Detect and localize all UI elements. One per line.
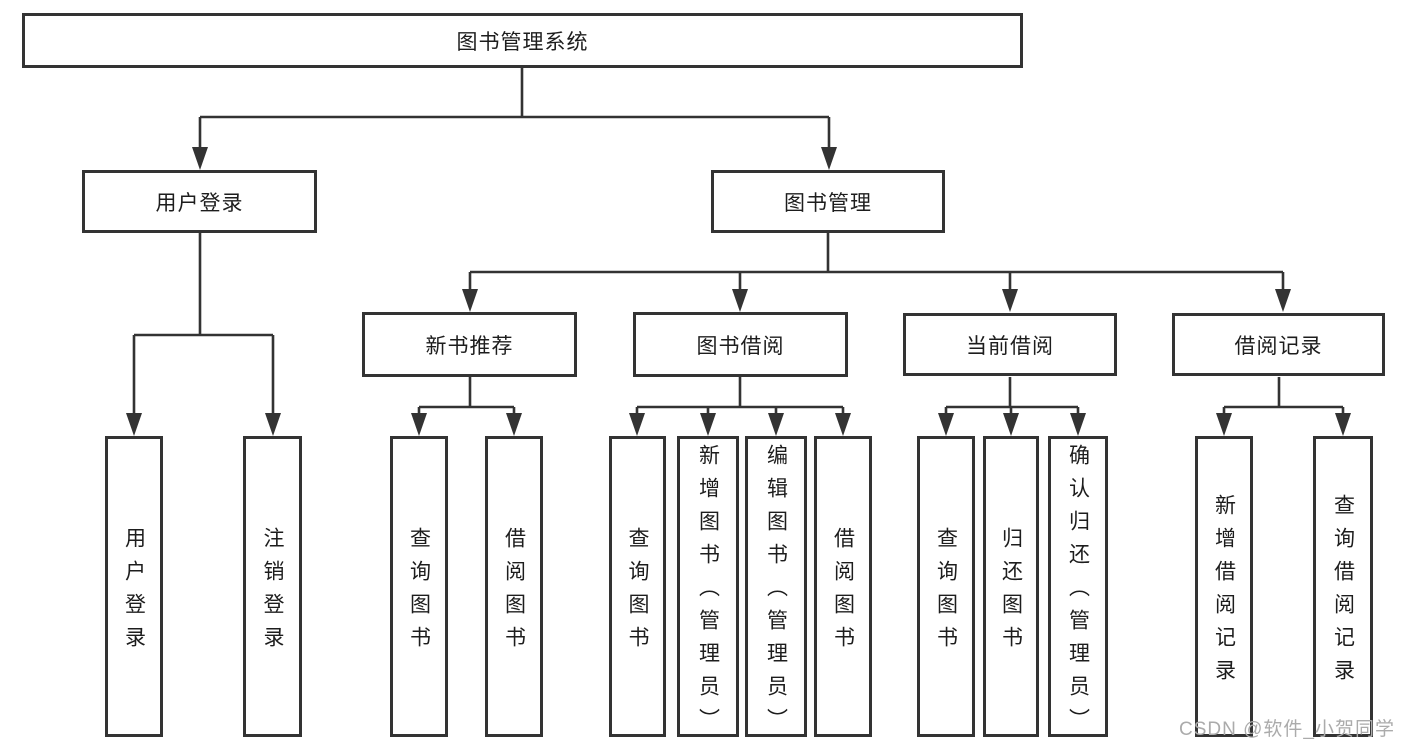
leaf-user-login: 用户登录 [105,436,163,737]
node-book-borrow: 图书借阅 [633,312,848,377]
leaf-label: 借阅图书 [502,526,526,659]
node-new-book-recommend-label: 新书推荐 [425,334,514,358]
leaf-label: 新增借阅记录 [1212,493,1236,692]
leaf-label: 查询图书 [934,526,958,659]
node-borrow-record-label: 借阅记录 [1234,334,1323,358]
leaf-label: 归还图书 [999,526,1023,659]
connector-lines [132,68,1345,418]
node-book-management: 图书管理 [711,170,945,233]
leaf-logout: 注销登录 [243,436,302,737]
node-user-login-label: 用户登录 [155,191,244,215]
leaf-label: 查询图书 [407,526,431,659]
node-book-borrow-label: 图书借阅 [696,334,785,358]
node-book-management-label: 图书管理 [784,191,872,215]
leaf-query-book-3: 查询图书 [917,436,975,737]
leaf-label: 编辑图书（管理员） [764,444,788,741]
node-root-label: 图书管理系统 [456,30,589,54]
leaf-return-book: 归还图书 [983,436,1039,737]
leaf-label: 新增图书（管理员） [696,444,720,741]
leaf-query-book-2: 查询图书 [609,436,666,737]
arrowhead-icons [126,147,1351,436]
leaf-label: 注销登录 [261,526,284,659]
leaf-add-borrow-record: 新增借阅记录 [1195,436,1253,737]
leaf-add-book-admin: 新增图书（管理员） [677,436,739,741]
leaf-edit-book-admin: 编辑图书（管理员） [745,436,807,741]
leaf-borrow-book-1: 借阅图书 [485,436,543,737]
leaf-label: 确认归还（管理员） [1066,444,1090,741]
leaf-label: 查询借阅记录 [1331,493,1355,692]
node-new-book-recommend: 新书推荐 [362,312,577,377]
leaf-query-borrow-record: 查询借阅记录 [1313,436,1373,737]
csdn-watermark: CSDN @软件_小贺同学 [1179,719,1395,740]
leaf-confirm-return-admin: 确认归还（管理员） [1048,436,1108,741]
node-current-borrow: 当前借阅 [903,313,1117,376]
node-user-login: 用户登录 [82,170,317,233]
node-borrow-record: 借阅记录 [1172,313,1385,376]
leaf-label: 借阅图书 [831,526,855,659]
leaf-label: 用户登录 [122,526,146,659]
leaf-query-book-1: 查询图书 [390,436,448,737]
leaf-borrow-book-2: 借阅图书 [814,436,872,737]
leaf-label: 查询图书 [626,526,649,659]
node-current-borrow-label: 当前借阅 [966,334,1054,358]
node-root: 图书管理系统 [22,13,1023,68]
